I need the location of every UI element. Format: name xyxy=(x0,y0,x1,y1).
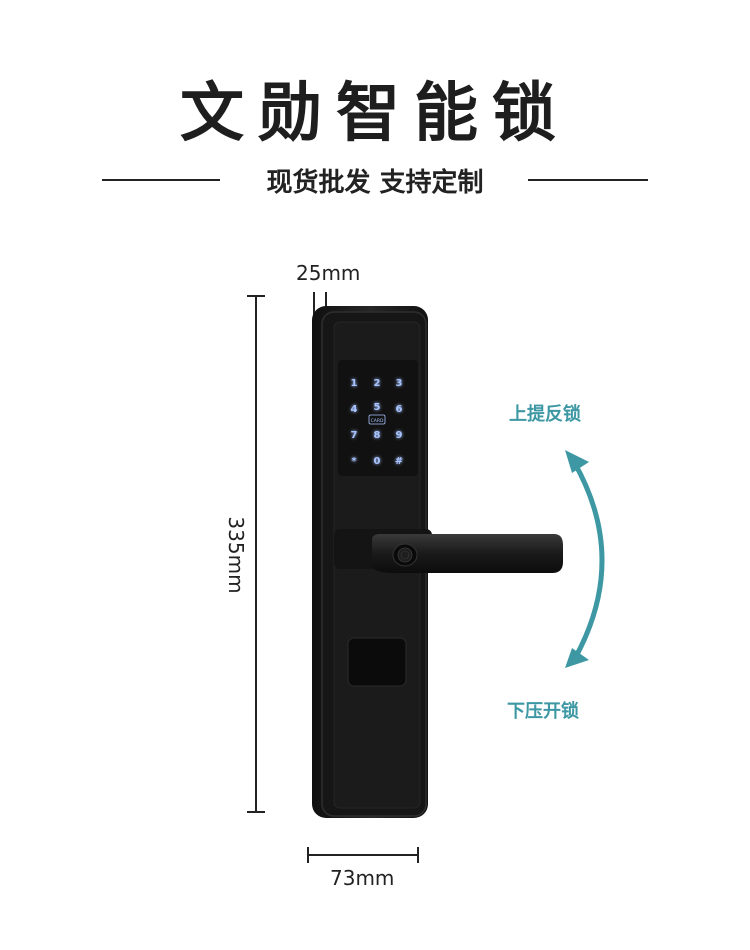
rotation-arrow-icon xyxy=(565,450,605,668)
page-title: 文勋智能锁 xyxy=(180,77,570,151)
key-1[interactable]: 1 xyxy=(351,378,358,389)
subtitle-left-rule xyxy=(102,179,220,181)
subtitle-right-rule xyxy=(528,179,648,181)
lock-handle[interactable] xyxy=(334,529,563,573)
press-unlock-label: 下压开锁 xyxy=(507,701,579,722)
key-6[interactable]: 6 xyxy=(396,404,403,415)
key-9[interactable]: 9 xyxy=(396,430,403,441)
fingerprint-sensor-icon xyxy=(397,547,413,563)
keypad-panel xyxy=(338,360,418,476)
card-label: CARD xyxy=(371,418,384,424)
key-0[interactable]: 0 xyxy=(374,456,381,467)
thickness-label: 25mm xyxy=(296,261,361,285)
height-label: 335mm xyxy=(224,516,248,594)
key-7[interactable]: 7 xyxy=(351,430,358,441)
card-reader-icon: CARD xyxy=(368,414,386,425)
key-8[interactable]: 8 xyxy=(374,430,381,441)
width-label: 73mm xyxy=(330,866,395,890)
subtitle: 现货批发 支持定制 xyxy=(266,168,484,198)
lock-cylinder-cover xyxy=(347,637,407,687)
height-dimension xyxy=(247,295,265,813)
width-dimension xyxy=(307,847,419,863)
key-2[interactable]: 2 xyxy=(374,378,381,389)
key-star[interactable]: * xyxy=(351,456,357,467)
key-hash[interactable]: # xyxy=(395,456,403,467)
key-5[interactable]: 5 xyxy=(374,402,381,413)
key-4[interactable]: 4 xyxy=(351,404,358,415)
key-3[interactable]: 3 xyxy=(396,378,403,389)
lift-lock-label: 上提反锁 xyxy=(509,404,581,425)
subtitle-row: 现货批发 支持定制 xyxy=(0,160,750,200)
